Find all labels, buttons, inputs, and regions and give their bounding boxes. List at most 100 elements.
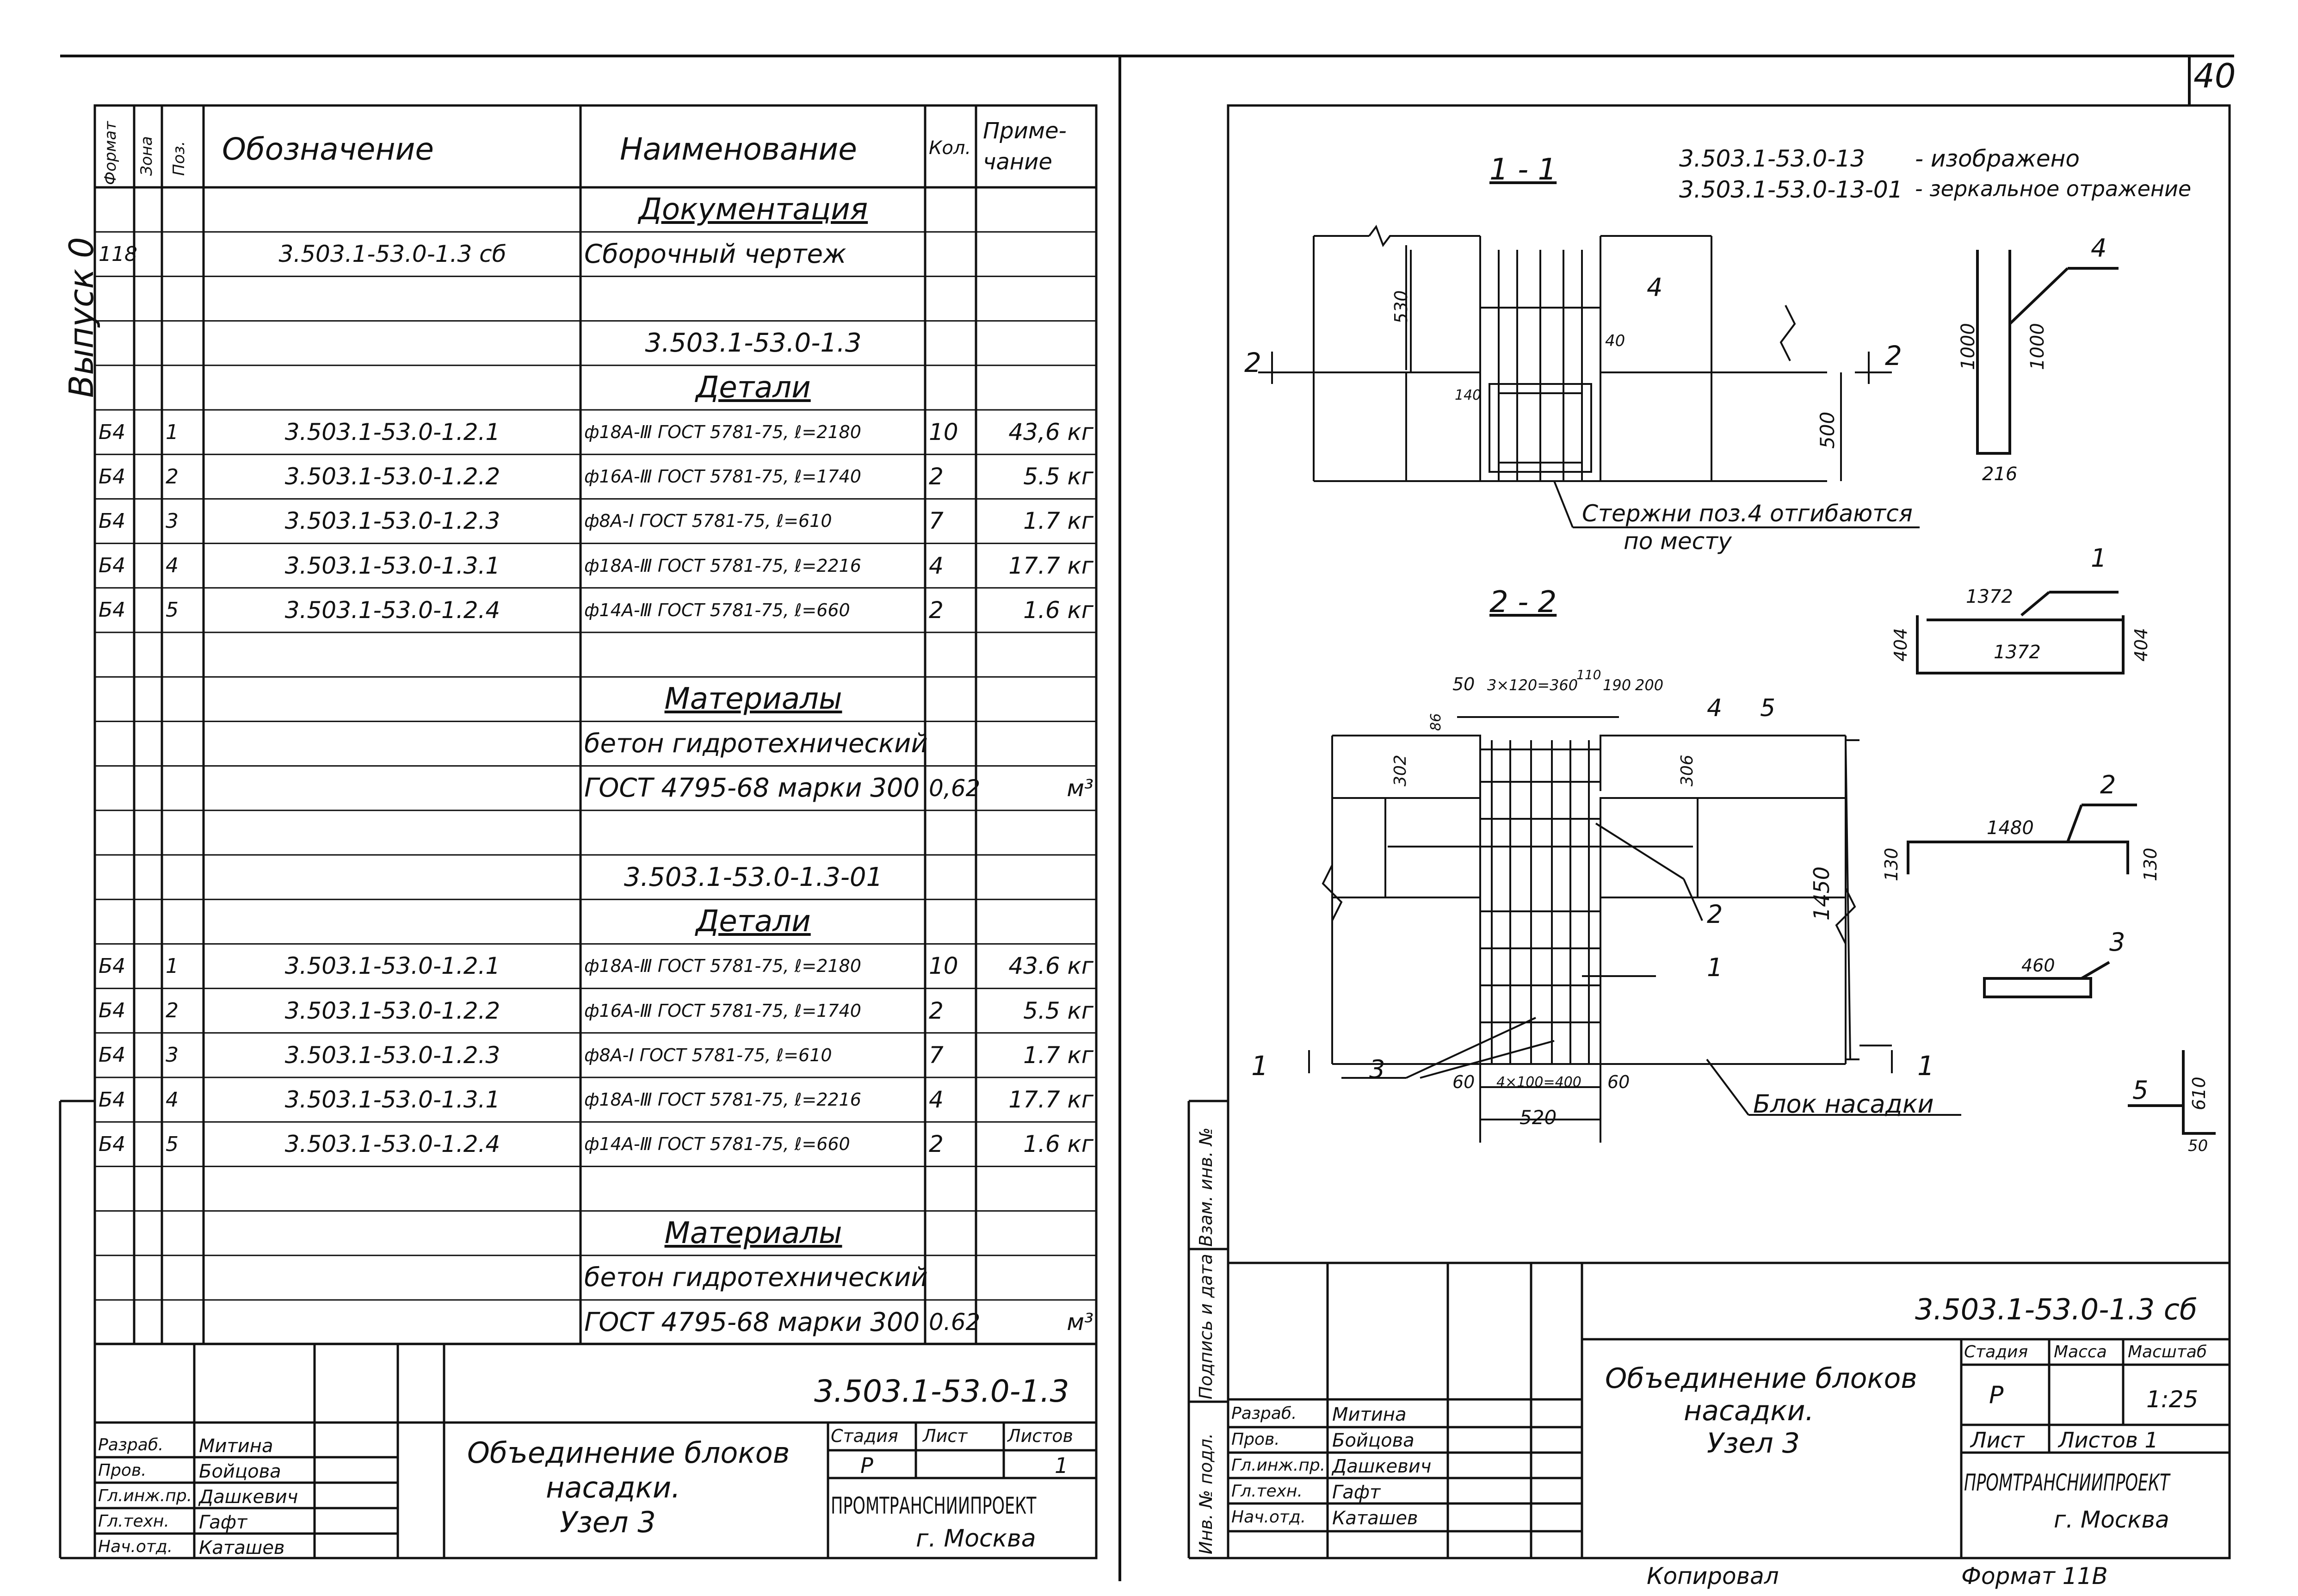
spec-cell-pos bbox=[166, 1256, 201, 1300]
spec-cell-format bbox=[99, 810, 131, 855]
spec-cell-format: 118 bbox=[99, 242, 137, 266]
vstamp-sign: Подпись и дата bbox=[1196, 1254, 1216, 1399]
vstamp-replace: Взам. инв. № bbox=[1196, 1127, 1216, 1247]
spec-cell-qty bbox=[929, 365, 973, 410]
spec-cell-format: Б4 bbox=[99, 464, 126, 489]
spec-cell-pos bbox=[166, 632, 201, 677]
top-border-line bbox=[60, 55, 2234, 57]
dim-1450: 1450 bbox=[1809, 866, 1834, 921]
vstamp-inv: Инв. № подл. bbox=[1196, 1433, 1216, 1554]
spec-cell-format: Б4 bbox=[99, 1088, 126, 1112]
spec-cell-name: Документация bbox=[638, 192, 868, 227]
dim-86: 86 bbox=[1428, 713, 1444, 731]
section-mark-1-left: 1 bbox=[1251, 1050, 1268, 1082]
spec-cell-designation bbox=[207, 365, 578, 410]
right-stamp-title-l3: Узел 3 bbox=[1707, 1427, 1800, 1460]
footer-format: Формат 11В bbox=[1961, 1563, 2108, 1590]
spec-cell-note: 5.5 кг bbox=[1023, 997, 1093, 1024]
bar5-pos: 5 bbox=[2132, 1076, 2149, 1105]
spec-cell-designation bbox=[207, 187, 578, 232]
header-format: Формат bbox=[101, 121, 120, 185]
dim-110: 110 bbox=[1576, 667, 1601, 682]
left-stamp-stage-h: Стадия bbox=[831, 1426, 898, 1446]
spec-cell-name: ф18А-Ⅲ ГОСТ 5781-75, ℓ=2180 bbox=[584, 956, 861, 977]
spec-cell-name: ф18А-Ⅲ ГОСТ 5781-75, ℓ=2180 bbox=[584, 422, 861, 443]
spec-cell-note bbox=[980, 187, 1093, 232]
spec-cell-note bbox=[980, 1211, 1093, 1256]
spec-cell-designation bbox=[207, 677, 578, 721]
stamp-role: Гл.техн. bbox=[1231, 1482, 1303, 1501]
dim-140: 140 bbox=[1455, 387, 1482, 403]
spec-cell-note bbox=[980, 365, 1093, 410]
right-stamp-scale: 1:25 bbox=[2146, 1386, 2199, 1413]
spec-cell-name: ф18А-Ⅲ ГОСТ 5781-75, ℓ=2216 bbox=[584, 1089, 861, 1110]
spec-cell-qty bbox=[929, 855, 973, 899]
spec-cell-designation bbox=[207, 721, 578, 766]
spec-cell-note bbox=[980, 855, 1093, 899]
block-label: Блок насадки bbox=[1753, 1089, 1934, 1119]
spec-cell-note bbox=[980, 632, 1093, 677]
spec-cell-pos bbox=[166, 276, 201, 321]
spec-cell-note: 43.6 кг bbox=[1008, 953, 1093, 980]
spec-cell-qty bbox=[929, 1211, 973, 1256]
spec-cell-designation: 3.503.1-53.0-1.2.2 bbox=[284, 463, 500, 490]
pos-1-section22: 1 bbox=[1707, 953, 1723, 982]
page-number-box-left bbox=[2188, 55, 2191, 105]
dim-50: 50 bbox=[1452, 674, 1475, 694]
stamp-role: Гл.инж.пр. bbox=[1231, 1456, 1326, 1475]
bar3-pos: 3 bbox=[2109, 928, 2125, 957]
spec-cell-designation: 3.503.1-53.0-1.3 сб bbox=[278, 241, 507, 268]
spec-cell-note: 17.7 кг bbox=[1008, 552, 1093, 579]
right-stamp-sheets: Листов 1 bbox=[2058, 1428, 2158, 1453]
spec-cell-note: 1.6 кг bbox=[1023, 1131, 1093, 1158]
spec-cell-format bbox=[99, 721, 131, 766]
dim-60a: 60 bbox=[1452, 1072, 1475, 1092]
bar1-dim-1372a: 1372 bbox=[1966, 586, 2013, 607]
spec-cell-pos bbox=[166, 321, 201, 365]
spec-cell-name: Детали bbox=[696, 904, 811, 939]
bar2-dim-1480: 1480 bbox=[1987, 817, 2034, 839]
spec-cell-format bbox=[99, 855, 131, 899]
spec-cell-qty bbox=[929, 1166, 973, 1211]
spec-cell-designation: 3.503.1-53.0-1.2.4 bbox=[284, 1131, 500, 1158]
spec-cell-format bbox=[99, 1256, 131, 1300]
header-note: Приме- чание bbox=[983, 118, 1067, 175]
spec-cell-qty bbox=[929, 721, 973, 766]
stamp-role: Пров. bbox=[1231, 1430, 1280, 1449]
spec-cell-note bbox=[980, 721, 1093, 766]
spec-cell-format bbox=[99, 899, 131, 944]
section-11-label: 1 - 1 bbox=[1489, 153, 1557, 187]
spec-cell-name: 3.503.1-53.0-1.3-01 bbox=[624, 862, 883, 892]
dim-520: 520 bbox=[1520, 1106, 1557, 1129]
header-qty: Кол. bbox=[929, 137, 971, 159]
spec-cell-note: 17.7 кг bbox=[1008, 1086, 1093, 1113]
section-22-label: 2 - 2 bbox=[1489, 585, 1557, 619]
spec-cell-name: ф8А-Ⅰ ГОСТ 5781-75, ℓ=610 bbox=[584, 511, 832, 532]
spec-cell-name: ГОСТ 4795-68 марки 300 bbox=[584, 1307, 920, 1337]
pos-4-section22: 4 bbox=[1707, 694, 1723, 722]
spec-cell-format: Б4 bbox=[99, 509, 126, 533]
spec-cell-designation: 3.503.1-53.0-1.3.1 bbox=[284, 1086, 500, 1113]
spec-cell-name bbox=[584, 1166, 922, 1211]
spec-cell-pos bbox=[166, 1211, 201, 1256]
right-stamp-stage: Р bbox=[1989, 1381, 2004, 1409]
spec-cell-pos bbox=[166, 187, 201, 232]
spec-cell-name: бетон гидротехнический bbox=[584, 1262, 928, 1293]
side-label: Выпуск 0 bbox=[62, 237, 101, 398]
spec-cell-format bbox=[99, 1166, 131, 1211]
spec-cell-format: Б4 bbox=[99, 554, 126, 578]
spec-cell-note bbox=[980, 1256, 1093, 1300]
left-stamp-sheet-h: Лист bbox=[923, 1426, 968, 1446]
right-stamp-mass-h: Масса bbox=[2054, 1342, 2107, 1361]
spec-cell-qty bbox=[929, 677, 973, 721]
spec-cell-designation: 3.503.1-53.0-1.2.3 bbox=[284, 507, 500, 535]
spec-cell-format bbox=[99, 365, 131, 410]
spec-cell-format: Б4 bbox=[99, 1132, 126, 1156]
bars-note-line1: Стержни поз.4 отгибаются bbox=[1582, 500, 1913, 527]
spec-cell-pos: 3 bbox=[166, 509, 179, 533]
right-stamp-org: ПРОМТРАНСНИИПРОЕКТ bbox=[1964, 1469, 2170, 1496]
stamp-person-name: Дашкевич bbox=[1332, 1456, 1432, 1477]
stamp-person-name: Гафт bbox=[1332, 1482, 1381, 1503]
spec-cell-format bbox=[99, 632, 131, 677]
spec-cell-name: ф14А-Ⅲ ГОСТ 5781-75, ℓ=660 bbox=[584, 1134, 850, 1155]
